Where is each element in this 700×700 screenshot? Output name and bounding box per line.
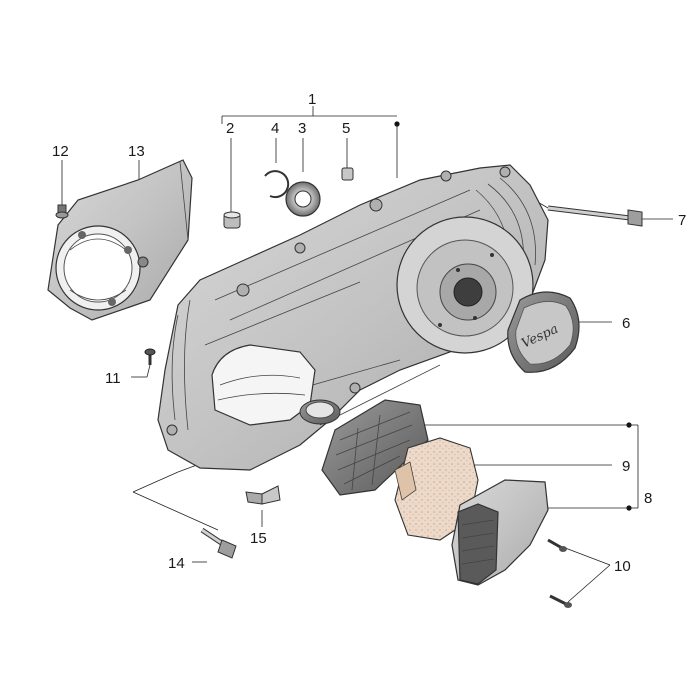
screw-11: [144, 348, 156, 365]
screw-10a: [547, 538, 567, 552]
bearing-3: [285, 181, 321, 217]
callout-9: 9: [622, 458, 630, 475]
filter-housing-rear: [451, 479, 549, 586]
callout-labels: 1 2 4 3 5 12 13 7 6 11 9 8 10 14 15: [52, 91, 686, 575]
screw-12: [55, 204, 69, 219]
callout-4: 4: [271, 120, 279, 137]
callout-10: 10: [614, 558, 631, 575]
bolt-7: [547, 205, 643, 227]
circlip-4: [264, 170, 290, 199]
bolt-14: [200, 527, 237, 559]
callout-7: 7: [678, 212, 686, 229]
filter-housing-front: [321, 399, 429, 496]
callout-11: 11: [105, 370, 121, 387]
callout-1: 1: [308, 91, 316, 108]
screw-10b: [549, 594, 572, 608]
callout-15: 15: [250, 530, 267, 547]
heat-shield-plate: [47, 159, 193, 321]
dowel-pin-2: [223, 211, 241, 229]
vespa-emblem-cover: Vespa: [507, 291, 580, 373]
clip-15: [245, 485, 281, 505]
callout-5: 5: [342, 120, 350, 137]
callout-12: 12: [52, 143, 69, 160]
callout-13: 13: [128, 143, 145, 160]
callout-14: 14: [168, 555, 185, 572]
pin-5: [341, 167, 354, 181]
callout-8: 8: [644, 490, 652, 507]
callout-3: 3: [298, 120, 306, 137]
transmission-cover: [157, 164, 549, 471]
callout-6: 6: [622, 315, 630, 332]
callout-2: 2: [226, 120, 234, 137]
